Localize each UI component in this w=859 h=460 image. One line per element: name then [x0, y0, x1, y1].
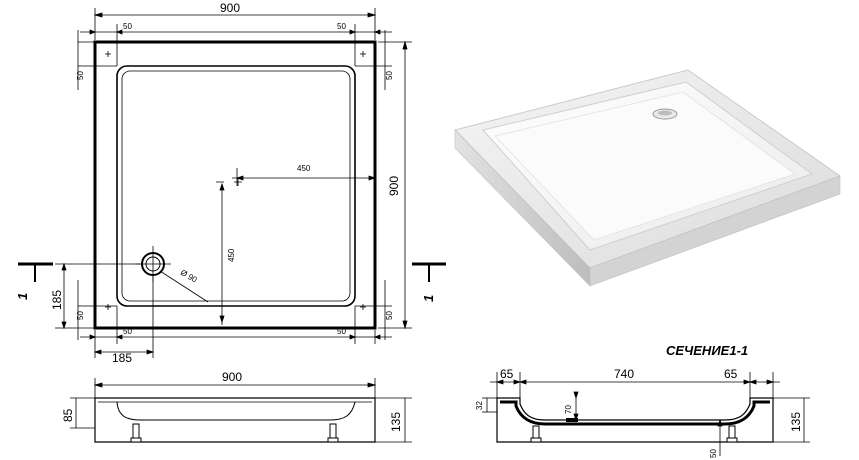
- dim-right-height-label: 900: [387, 176, 401, 196]
- dim-bottom-margins: [80, 306, 392, 358]
- dim-top-margins: [80, 24, 392, 66]
- tray-render: [454, 69, 842, 287]
- dim-center-y-label: 450: [227, 248, 236, 262]
- dim-section-height: [773, 397, 810, 443]
- dim-section-left-small: [482, 397, 497, 413]
- dim-right-height: [378, 40, 412, 330]
- corner-marks: [105, 51, 366, 310]
- dim-drain-offset-y-label: 185: [50, 290, 64, 310]
- dim-top-right-margin-label: 50: [337, 22, 346, 31]
- dim-right-top-margin-label: 50: [385, 71, 394, 80]
- drain: [135, 246, 209, 303]
- dim-front-width: [93, 378, 377, 398]
- section-marker-left: [18, 262, 140, 282]
- drain-diameter-label: Ø 90: [179, 268, 199, 285]
- dim-drain-offset-y: [55, 262, 95, 330]
- section-title: СЕЧЕНИЕ1-1: [666, 343, 748, 358]
- tray-basin-outer: [116, 65, 356, 307]
- dim-section-height-label: 135: [789, 412, 803, 432]
- dim-bottom-left-margin-label: 50: [123, 327, 132, 336]
- dim-front-right-height-label: 135: [389, 412, 403, 432]
- dim-section-rim-right-label: 65: [724, 367, 738, 381]
- dim-section-left-small-label: 32: [475, 401, 484, 410]
- dim-section-top: [490, 372, 780, 398]
- section-marker-right-label: 1: [421, 295, 436, 302]
- dim-center: [216, 168, 377, 325]
- dim-right-bottom-margin-label: 50: [385, 311, 394, 320]
- dim-top-width-label: 900: [220, 1, 240, 15]
- front-legs: [130, 423, 339, 443]
- dim-top-width: [93, 8, 377, 40]
- section-drain: [566, 418, 578, 422]
- tray-basin-inner: [121, 70, 351, 302]
- dim-section-inner-width-label: 740: [614, 367, 634, 381]
- dim-drain-offset-x: [93, 276, 155, 358]
- dim-front-width-label: 900: [222, 370, 242, 384]
- dim-bottom-right-margin-label: 50: [337, 327, 346, 336]
- dim-side-top-margins: [77, 30, 392, 90]
- section-view: СЕЧЕНИЕ1-1 65 740 65 32: [475, 343, 810, 458]
- dim-front-left-height: [70, 397, 95, 429]
- dim-section-bottom-small-label: 50: [709, 449, 718, 458]
- front-view: 900 85 135: [61, 370, 412, 443]
- section-legs: [530, 425, 738, 443]
- dim-section-depth-label: 70: [564, 405, 573, 414]
- dim-section-depth: [573, 391, 579, 422]
- dim-left-top-margin-label: 50: [76, 71, 85, 80]
- tray-outline: [93, 40, 377, 330]
- dim-top-left-margin-label: 50: [123, 22, 132, 31]
- dim-section-bottom-small: [717, 418, 723, 456]
- dim-side-bottom-margins: [77, 280, 392, 340]
- dim-center-x-label: 450: [297, 164, 311, 173]
- section-marker-left-label: 1: [15, 293, 30, 300]
- section-marker-right: [412, 262, 446, 282]
- dim-left-bottom-margin-label: 50: [76, 311, 85, 320]
- dim-front-right-height: [375, 397, 412, 443]
- dim-section-rim-left-label: 65: [500, 367, 514, 381]
- dim-front-left-height-label: 85: [61, 408, 75, 422]
- dim-drain-offset-x-label: 185: [112, 351, 132, 365]
- plan-view: 900 50 50 900 50 50: [15, 1, 446, 365]
